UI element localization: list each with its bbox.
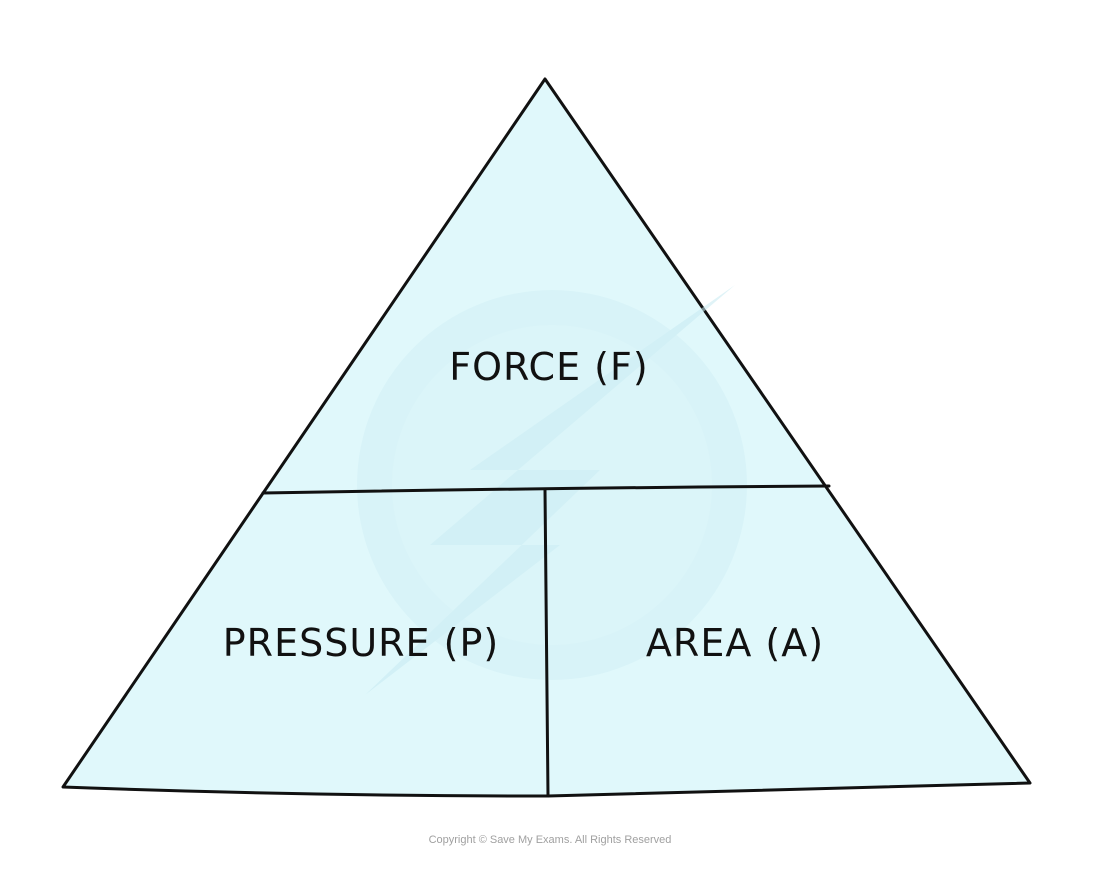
area-label: AREA (A) <box>646 621 824 665</box>
pressure-label: PRESSURE (P) <box>223 621 499 665</box>
horizontal-divider-line <box>261 484 831 495</box>
vertical-divider-line <box>543 488 550 798</box>
force-label: FORCE (F) <box>449 345 648 389</box>
copyright-notice: Copyright © Save My Exams. All Rights Re… <box>428 834 672 846</box>
